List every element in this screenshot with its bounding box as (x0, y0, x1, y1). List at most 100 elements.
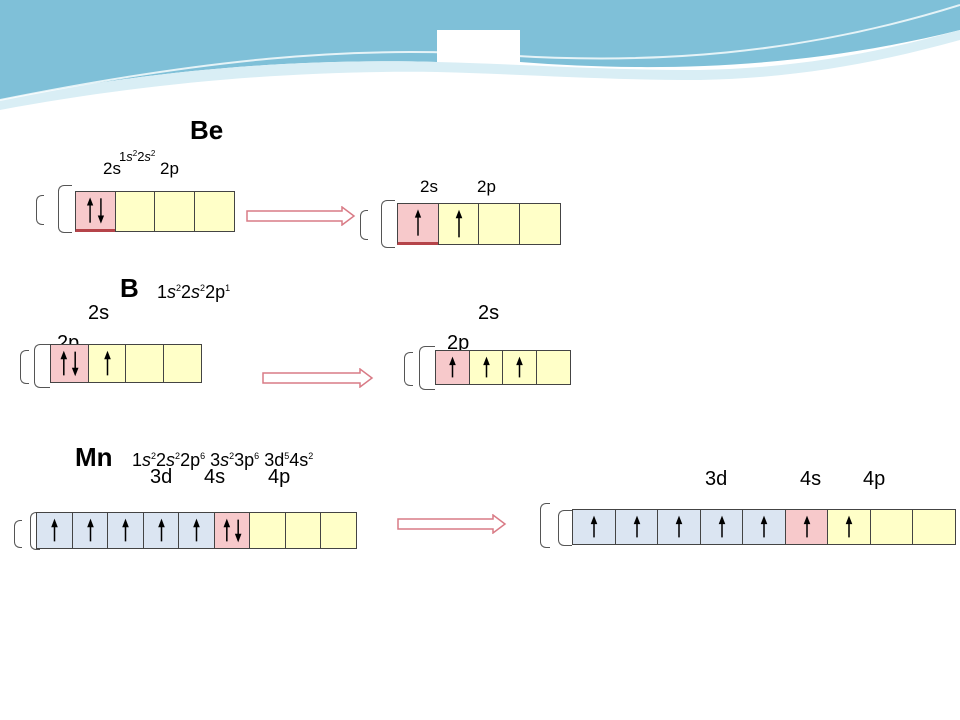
electron-arrows (449, 356, 456, 378)
b-right-orbital-row (435, 350, 571, 385)
b-left-bracket (20, 350, 29, 384)
electron-arrows (157, 518, 165, 542)
orbital-box-up (87, 344, 127, 383)
be-right-bracket (360, 210, 368, 240)
electron-arrows (51, 518, 58, 542)
orbital-box-up (784, 509, 829, 545)
electron-arrows (516, 356, 523, 378)
electron-arrows (590, 515, 598, 538)
mn-symbol: Mn (75, 442, 113, 472)
mn-left-bracket-inner (30, 512, 40, 550)
orbital-box-empty (114, 191, 156, 232)
electron-arrows (116, 192, 155, 231)
electron-arrows (913, 510, 955, 544)
be-symbol: Be (190, 115, 224, 145)
be-left-orbital-row (75, 191, 235, 232)
orbital-box-up (572, 509, 616, 545)
electron-arrows (520, 204, 560, 244)
electron-arrows (321, 513, 356, 548)
orbital-box-up (36, 512, 73, 549)
electron-arrows (122, 518, 129, 542)
orbital-box-up (397, 203, 439, 245)
electron-arrows (286, 513, 321, 548)
orbital-box-up (71, 512, 109, 549)
orbital-box-up (142, 512, 180, 549)
orbital-box-empty (154, 191, 195, 232)
b-right-2p-label: 2p (447, 332, 470, 354)
orbital-box-empty (284, 512, 322, 549)
electron-arrows (718, 515, 725, 538)
b-right-bracket-inner (419, 346, 435, 390)
orbital-box-empty (478, 203, 520, 245)
b-right-2s-label: 2s (478, 302, 500, 324)
mn-left-4s-label: 4s (204, 466, 226, 488)
be-right-2s-label: 2s (420, 177, 438, 196)
mn-left-3d-label: 3d (150, 466, 173, 488)
orbital-box-up (699, 509, 744, 545)
electron-arrows (164, 345, 201, 382)
mn-right-orbital-row (572, 509, 956, 545)
orbital-box-empty (249, 512, 286, 549)
electron-arrows (414, 209, 422, 236)
electron-arrows (760, 515, 768, 538)
mn-right-bracket (540, 503, 550, 548)
electron-arrows (223, 518, 241, 543)
mn-right-4s-label: 4s (800, 468, 822, 490)
orbital-box-paired (75, 191, 116, 232)
orbital-box-empty (162, 344, 202, 383)
b-symbol: B (120, 273, 139, 303)
orbital-box-up (178, 512, 215, 549)
electron-arrows (193, 518, 200, 542)
orbital-box-empty (535, 350, 571, 385)
electron-arrows (871, 510, 913, 544)
mn-electron-config: 1s22s22p6 3s23p6 3d54s2 (132, 450, 314, 470)
electron-arrows (126, 345, 163, 382)
be-left-bracket-inner (58, 185, 72, 233)
be-transition-arrow (246, 206, 356, 226)
be-left-bracket (36, 195, 44, 225)
b-left-2s-label: 2s (88, 302, 110, 324)
electron-arrows (537, 351, 570, 384)
mn-right-4p-label: 4p (863, 468, 886, 490)
electron-arrows (60, 350, 79, 377)
mn-left-bracket (14, 520, 22, 548)
electron-arrows (803, 515, 810, 538)
mn-transition-arrow (397, 514, 507, 534)
orbital-box-paired (213, 512, 251, 549)
electron-arrows (845, 515, 853, 538)
orbital-box-up (437, 203, 480, 245)
electron-arrows (633, 515, 640, 538)
mn-left-4p-label: 4p (268, 466, 291, 488)
b-left-orbital-row (50, 344, 202, 383)
mn-left-orbital-row (36, 512, 357, 549)
orbital-box-up (468, 350, 504, 385)
electron-arrows (675, 515, 683, 538)
orbital-box-up (107, 512, 144, 549)
orbital-box-empty (320, 512, 357, 549)
electron-arrows (455, 209, 462, 238)
b-electron-config: 1s22s22p1 (157, 282, 231, 302)
orbital-box-empty (125, 344, 164, 383)
electron-arrows (155, 192, 194, 231)
electron-arrows (195, 192, 234, 231)
orbital-box-up (502, 350, 537, 385)
orbital-box-empty (193, 191, 235, 232)
be-right-2p-label: 2p (477, 177, 496, 196)
orbital-box-empty (518, 203, 561, 245)
orbital-box-up (657, 509, 701, 545)
orbital-box-up (614, 509, 659, 545)
be-left-2p-label: 2p (160, 159, 179, 178)
electron-arrows (479, 204, 519, 244)
b-right-bracket (404, 352, 413, 386)
b-transition-arrow (262, 368, 374, 388)
electron-arrows (86, 518, 94, 542)
be-left-2s-label: 2s (103, 159, 121, 178)
orbital-box-up (435, 350, 470, 385)
electron-arrows (86, 197, 105, 224)
b-left-bracket-inner (34, 344, 50, 388)
orbital-box-empty (869, 509, 914, 545)
electron-arrows (250, 513, 285, 548)
mn-right-3d-label: 3d (705, 468, 728, 490)
electron-arrows (103, 350, 111, 376)
